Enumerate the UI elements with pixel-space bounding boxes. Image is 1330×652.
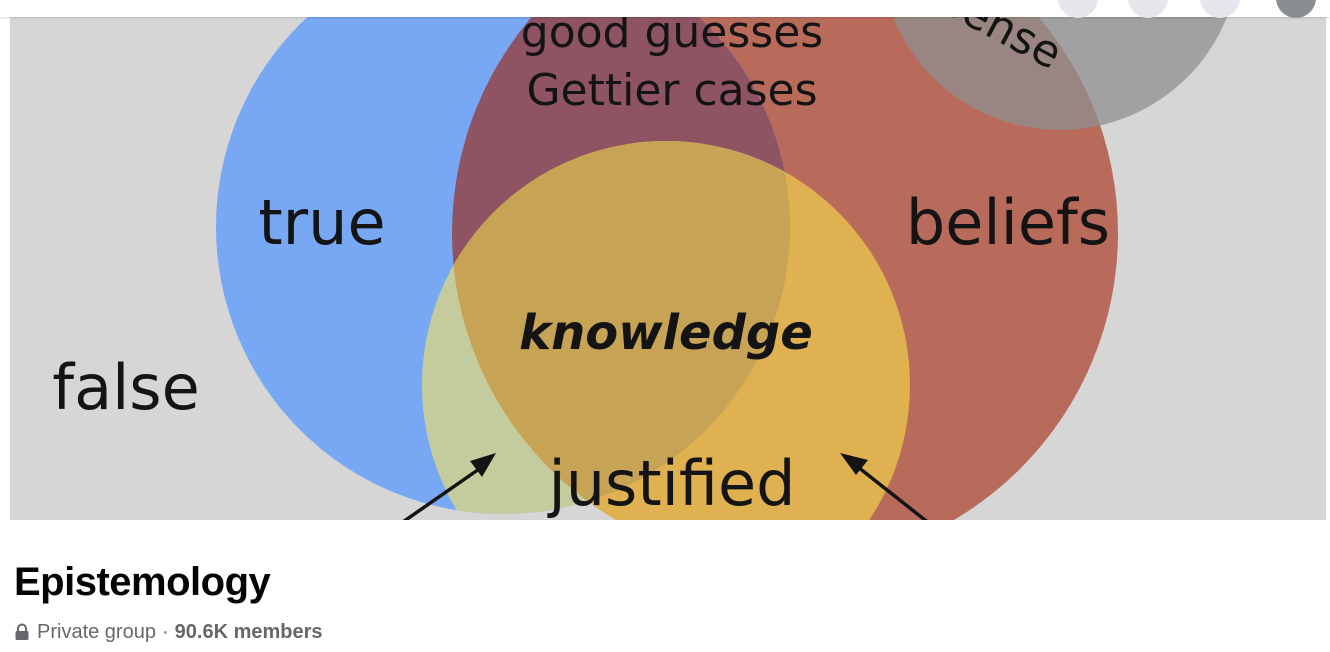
privacy-label[interactable]: Private group [37, 621, 156, 643]
top-navigation-bar [0, 0, 1330, 18]
label-beliefs: beliefs [906, 186, 1110, 259]
nav-button[interactable] [1058, 0, 1098, 18]
label-gettier-cases: Gettier cases [526, 65, 817, 116]
group-meta: Private group · 90.6K members [14, 620, 323, 644]
lock-icon [15, 623, 29, 640]
arrow-icon [402, 453, 496, 520]
sense-circle [887, 0, 1233, 130]
label-knowledge: knowledge [519, 305, 813, 361]
label-false: false [52, 351, 200, 424]
account-avatar[interactable] [1276, 0, 1316, 18]
members-count[interactable]: 90.6K members [174, 621, 323, 643]
arrow-icon [840, 453, 928, 520]
cover-photo: good guesses Gettier cases sense true be… [10, 0, 1326, 520]
nav-button[interactable] [1128, 0, 1168, 18]
group-title: Epistemology [14, 560, 271, 604]
label-true: true [258, 186, 385, 259]
nav-button[interactable] [1200, 0, 1240, 18]
label-justified: justified [547, 447, 796, 520]
meta-separator: · [161, 621, 169, 643]
venn-diagram: good guesses Gettier cases sense true be… [10, 0, 1326, 520]
